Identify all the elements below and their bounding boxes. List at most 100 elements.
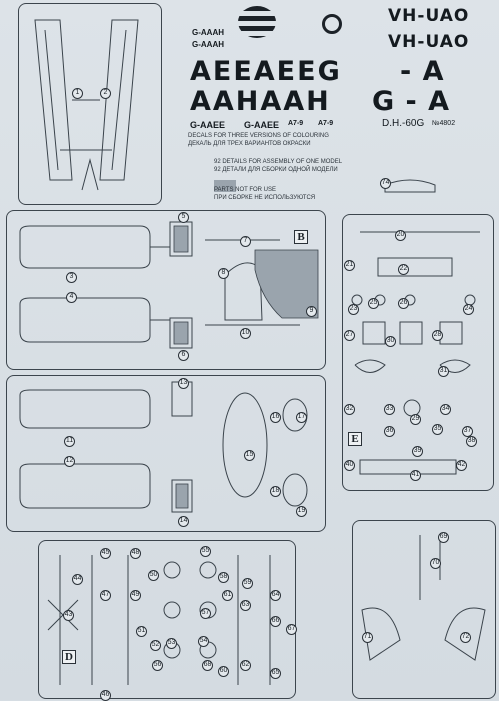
part-number-17: 17 (296, 412, 307, 423)
part-number-60: 60 (218, 666, 229, 677)
part-number-7: 7 (240, 236, 251, 247)
decal-catalog-number: №4802 (432, 120, 456, 127)
not-for-use-swatch (214, 180, 236, 192)
sprue-tail (352, 520, 496, 699)
part-number-53: 53 (166, 638, 177, 649)
decal-small-gaaee-2: G-AAEE (244, 120, 280, 130)
part-number-49: 49 (130, 590, 141, 601)
part-number-71: 71 (362, 632, 373, 643)
part-number-19: 19 (296, 506, 307, 517)
part-number-20: 20 (395, 230, 406, 241)
part-number-63: 63 (240, 600, 251, 611)
sprue-letter-d: D (62, 650, 76, 664)
part-number-21: 21 (344, 260, 355, 271)
part-number-58: 58 (218, 572, 229, 583)
part-number-24: 24 (463, 304, 474, 315)
part-number-54: 54 (198, 636, 209, 647)
decal-registration-1: VH-UAO (388, 6, 470, 26)
part-number-47: 47 (100, 590, 111, 601)
decal-row2-suffix: G - A (372, 86, 451, 117)
caption-details-ru: 92 ДЕТАЛИ ДЛЯ СБОРКИ ОДНОЙ МОДЕЛИ (214, 167, 338, 173)
decal-small-gaaee: G-AAEE (190, 120, 226, 130)
part-number-3: 3 (66, 272, 77, 283)
part-number-16: 16 (270, 412, 281, 423)
part-number-57: 57 (200, 608, 211, 619)
part-number-51: 51 (136, 626, 147, 637)
part-number-64: 64 (270, 590, 281, 601)
decal-small-gaaah-2: G-AAAH (192, 40, 224, 49)
part-number-68: 68 (202, 660, 213, 671)
roundel-icon (322, 14, 342, 34)
part-number-50: 50 (148, 570, 159, 581)
part-number-25: 25 (368, 298, 379, 309)
roundel-flag-icon (238, 6, 276, 38)
part-number-45: 45 (100, 548, 111, 559)
part-number-26: 26 (398, 298, 409, 309)
decal-small-gaaah-1: G-AAAH (192, 28, 224, 37)
part-number-44: 44 (72, 574, 83, 585)
part-number-6: 6 (178, 350, 189, 361)
part-number-66: 66 (270, 616, 281, 627)
part-number-38: 38 (466, 436, 477, 447)
part-number-74: 74 (380, 178, 391, 189)
part-number-59: 59 (242, 578, 253, 589)
decal-registration-2: VH-UAO (388, 32, 470, 52)
part-number-55: 55 (200, 546, 211, 557)
part-number-12: 12 (64, 456, 75, 467)
part-number-40: 40 (344, 460, 355, 471)
part-number-34: 34 (440, 404, 451, 415)
part-number-41: 41 (410, 470, 421, 481)
part-number-8: 8 (218, 268, 229, 279)
sprue-letter-b: B (294, 230, 308, 244)
part-number-56: 56 (152, 660, 163, 671)
part-number-52: 52 (150, 640, 161, 651)
sprue-wing-struts (18, 3, 162, 205)
part-number-15: 15 (244, 450, 255, 461)
sprue-fuselage-details (342, 214, 494, 491)
sprue-small-parts (38, 540, 296, 699)
part-number-18: 18 (270, 486, 281, 497)
part-number-65: 65 (270, 668, 281, 679)
part-number-62: 62 (240, 660, 251, 671)
part-number-36: 36 (384, 426, 395, 437)
part-number-69: 69 (438, 532, 449, 543)
part-number-39: 39 (412, 446, 423, 457)
caption-notuse-en: PARTS NOT FOR USE (214, 187, 277, 193)
part-number-4: 4 (66, 292, 77, 303)
caption-details-en: 92 DETAILS FOR ASSEMBLY OF ONE MODEL (214, 159, 343, 165)
part-number-23: 23 (348, 304, 359, 315)
part-number-28: 28 (432, 330, 443, 341)
caption-notuse-ru: ПРИ СБОРКЕ НЕ ИСПОЛЬЗУЮТСЯ (214, 195, 316, 201)
part-number-42: 42 (456, 460, 467, 471)
part-number-11: 11 (64, 436, 75, 447)
part-number-33: 33 (384, 404, 395, 415)
part-number-48: 48 (130, 548, 141, 559)
sprue-upper-wing (6, 210, 326, 370)
caption-decals-ru: ДЕКАЛЬ ДЛЯ ТРЕХ ВАРИАНТОВ ОКРАСКИ (188, 141, 311, 147)
sprue-lower-wing (6, 375, 326, 532)
part-number-29: 29 (410, 414, 421, 425)
part-number-35: 35 (432, 424, 443, 435)
decal-row1-suffix: - A (400, 56, 445, 87)
decal-row1-letters: AEEAEEG (190, 56, 342, 87)
part-number-13: 13 (178, 378, 189, 389)
part-number-70: 70 (430, 558, 441, 569)
part-number-27: 27 (344, 330, 355, 341)
part-number-67: 67 (286, 624, 297, 635)
decal-model-name: D.H.-60G (382, 118, 425, 129)
part-number-9: 9 (306, 306, 317, 317)
part-number-2: 2 (100, 88, 111, 99)
part-number-61: 61 (222, 590, 233, 601)
part-number-10: 10 (240, 328, 251, 339)
part-number-72: 72 (460, 632, 471, 643)
decal-small-a79-b: A7-9 (318, 120, 334, 127)
part-number-31: 31 (438, 366, 449, 377)
decal-small-a79: A7-9 (288, 120, 304, 127)
part-number-46: 46 (100, 690, 111, 701)
caption-decals-en: DECALS FOR THREE VERSIONS OF COLOURING (188, 133, 329, 139)
part-number-22: 22 (398, 264, 409, 275)
part-number-43: 43 (63, 610, 74, 621)
part-number-5: 5 (178, 212, 189, 223)
